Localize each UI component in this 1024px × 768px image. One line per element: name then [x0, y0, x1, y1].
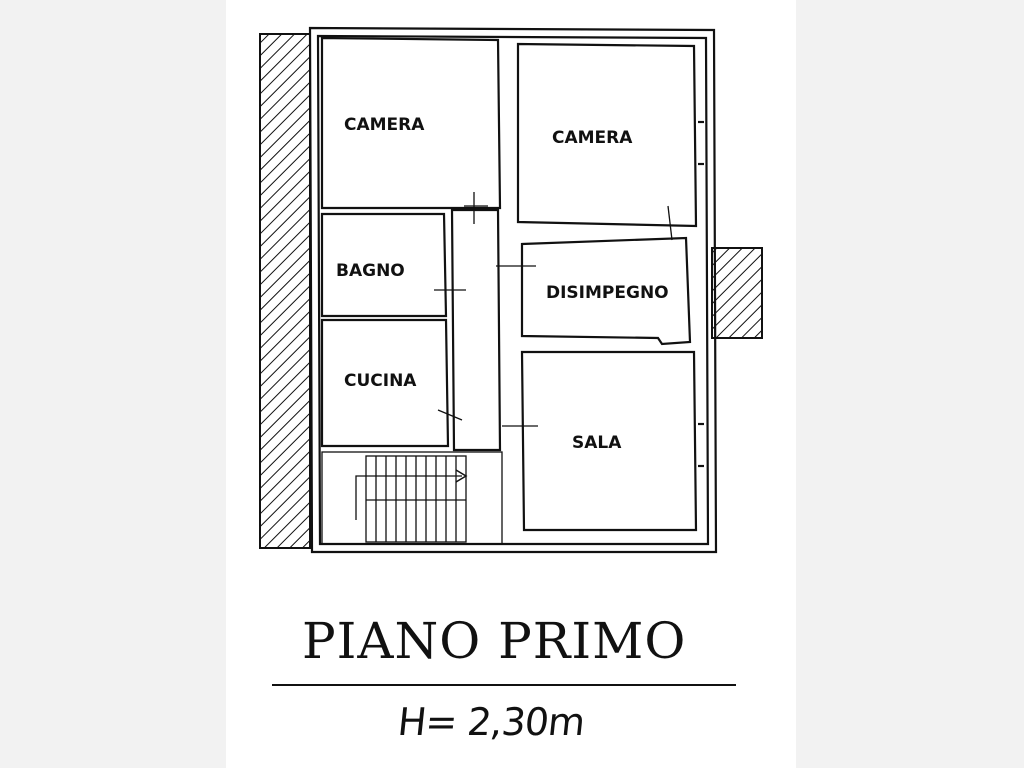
label-camera-right: CAMERA: [552, 128, 633, 148]
outer-wall: [308, 26, 718, 554]
label-cucina: CUCINA: [344, 371, 417, 391]
right-balcony: [711, 247, 763, 339]
staircase: [321, 451, 503, 545]
room-camera-left: [320, 36, 502, 210]
floor-plan: CAMERA CAMERA BAGNO DISIMPEGNO CUCINA SA…: [259, 26, 763, 554]
floor-title: PIANO PRIMO: [302, 612, 687, 670]
label-disimpegno: DISIMPEGNO: [546, 283, 669, 303]
label-sala: SALA: [572, 433, 622, 453]
room-camera-right: [516, 42, 704, 228]
label-bagno: BAGNO: [336, 261, 405, 281]
left-balcony: [259, 33, 311, 549]
room-sala: [502, 350, 704, 532]
room-cucina: [320, 318, 463, 448]
room-disimpegno: [496, 205, 692, 346]
room-bagno: [320, 212, 466, 318]
ceiling-height-note: H= 2,30m: [395, 700, 587, 744]
label-camera-left: CAMERA: [344, 115, 425, 135]
title-underline: [272, 684, 736, 686]
corridor: [450, 192, 502, 452]
